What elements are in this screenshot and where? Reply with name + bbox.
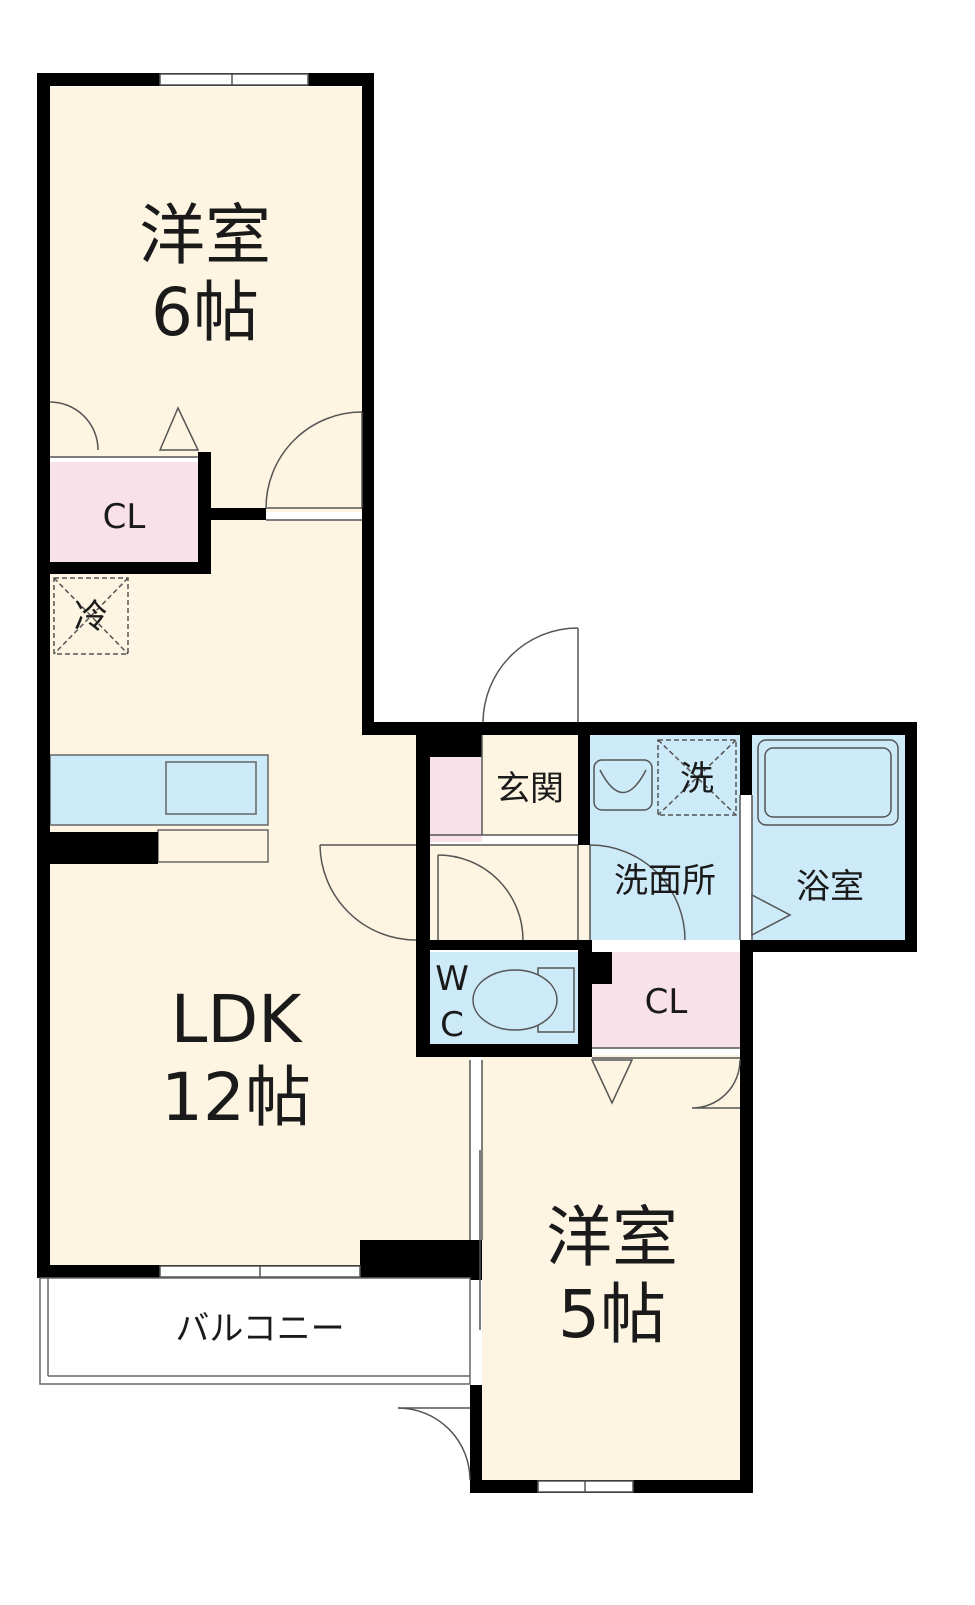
room-western-6-floor-right	[210, 457, 362, 512]
wc-label-w: W	[435, 959, 469, 999]
entrance-floor	[483, 735, 578, 835]
closet-upper-label: CL	[103, 497, 146, 537]
windows	[159, 73, 634, 1493]
room-western-6-size: 6帖	[151, 274, 259, 351]
fixtures	[53, 577, 899, 1033]
balcony	[39, 1277, 471, 1385]
shoe-closet-floor	[430, 757, 482, 842]
room-western-5-size: 5帖	[558, 1276, 666, 1353]
floor-fills	[49, 87, 905, 1480]
doors	[49, 401, 792, 1481]
closet-upper-floor	[50, 462, 198, 562]
room-western-5-name: 洋室	[546, 1199, 678, 1276]
walls	[37, 73, 917, 1493]
closet-lower-label: CL	[645, 982, 688, 1022]
bathroom-label: 浴室	[796, 867, 864, 907]
washing-machine-label: 洗	[680, 759, 714, 799]
ldk-floor-bottom	[50, 1045, 470, 1267]
ldk-name: LDK	[171, 981, 304, 1058]
balcony-label: バルコニー	[175, 1309, 344, 1349]
entrance-label: 玄関	[496, 769, 564, 809]
washroom-label: 洗面所	[614, 861, 716, 901]
partitions	[50, 456, 753, 1330]
wc-label-c: C	[440, 1005, 464, 1045]
fridge-label: 冷	[74, 597, 108, 637]
hallway-floor	[418, 845, 590, 940]
closet-lower-floor	[592, 952, 740, 1048]
ldk-size: 12帖	[161, 1059, 311, 1136]
room-western-6-floor	[50, 87, 362, 457]
room-western-6-name: 洋室	[139, 197, 271, 274]
labels: 洋室 6帖 CL 冷 LDK 12帖 玄関 洗 洗面所 浴室 W C CL 洋室…	[74, 197, 864, 1353]
kitchen-sink	[165, 761, 257, 815]
kitchen-counter-lower	[157, 829, 269, 863]
room-western-5-floor	[482, 1055, 740, 1480]
